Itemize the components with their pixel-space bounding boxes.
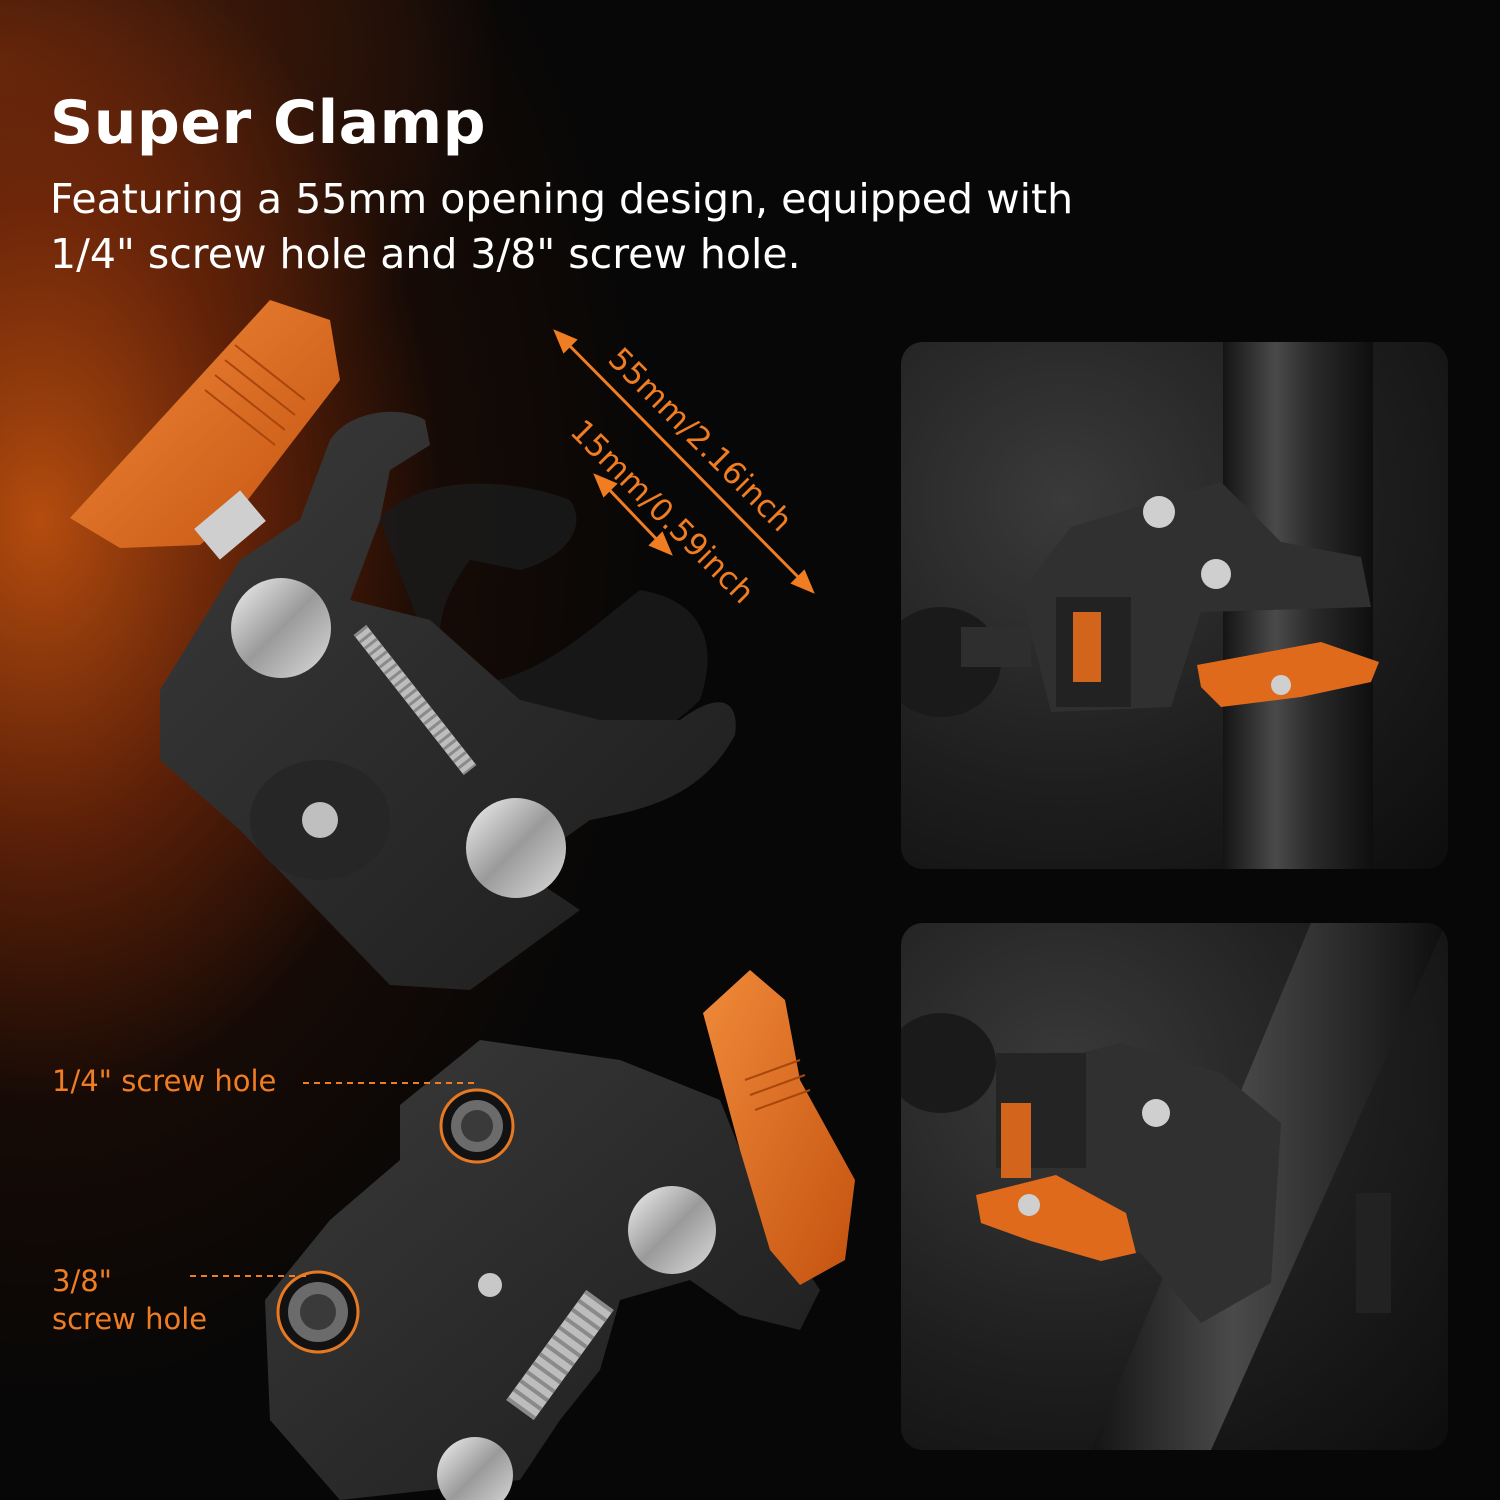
three-eighths-screw-hole-label: 3/8" screw hole [52,1262,207,1338]
usage-photo-vertical-pole [901,342,1448,869]
main-clamp-image [70,300,736,990]
three-eighths-label-line1: 3/8" [52,1264,113,1298]
dimension-arrow-15mm [593,473,673,556]
page-title: Super Clamp [50,88,487,158]
dimension-arrow-55mm [553,329,815,594]
page-subtitle: Featuring a 55mm opening design, equippe… [50,175,1074,278]
quarter-screw-hole-label: 1/4" screw hole [52,1064,277,1098]
three-eighths-label-line2: screw hole [52,1302,208,1336]
usage-photo-angled-pole [901,923,1448,1450]
bottom-clamp-image [265,970,855,1500]
